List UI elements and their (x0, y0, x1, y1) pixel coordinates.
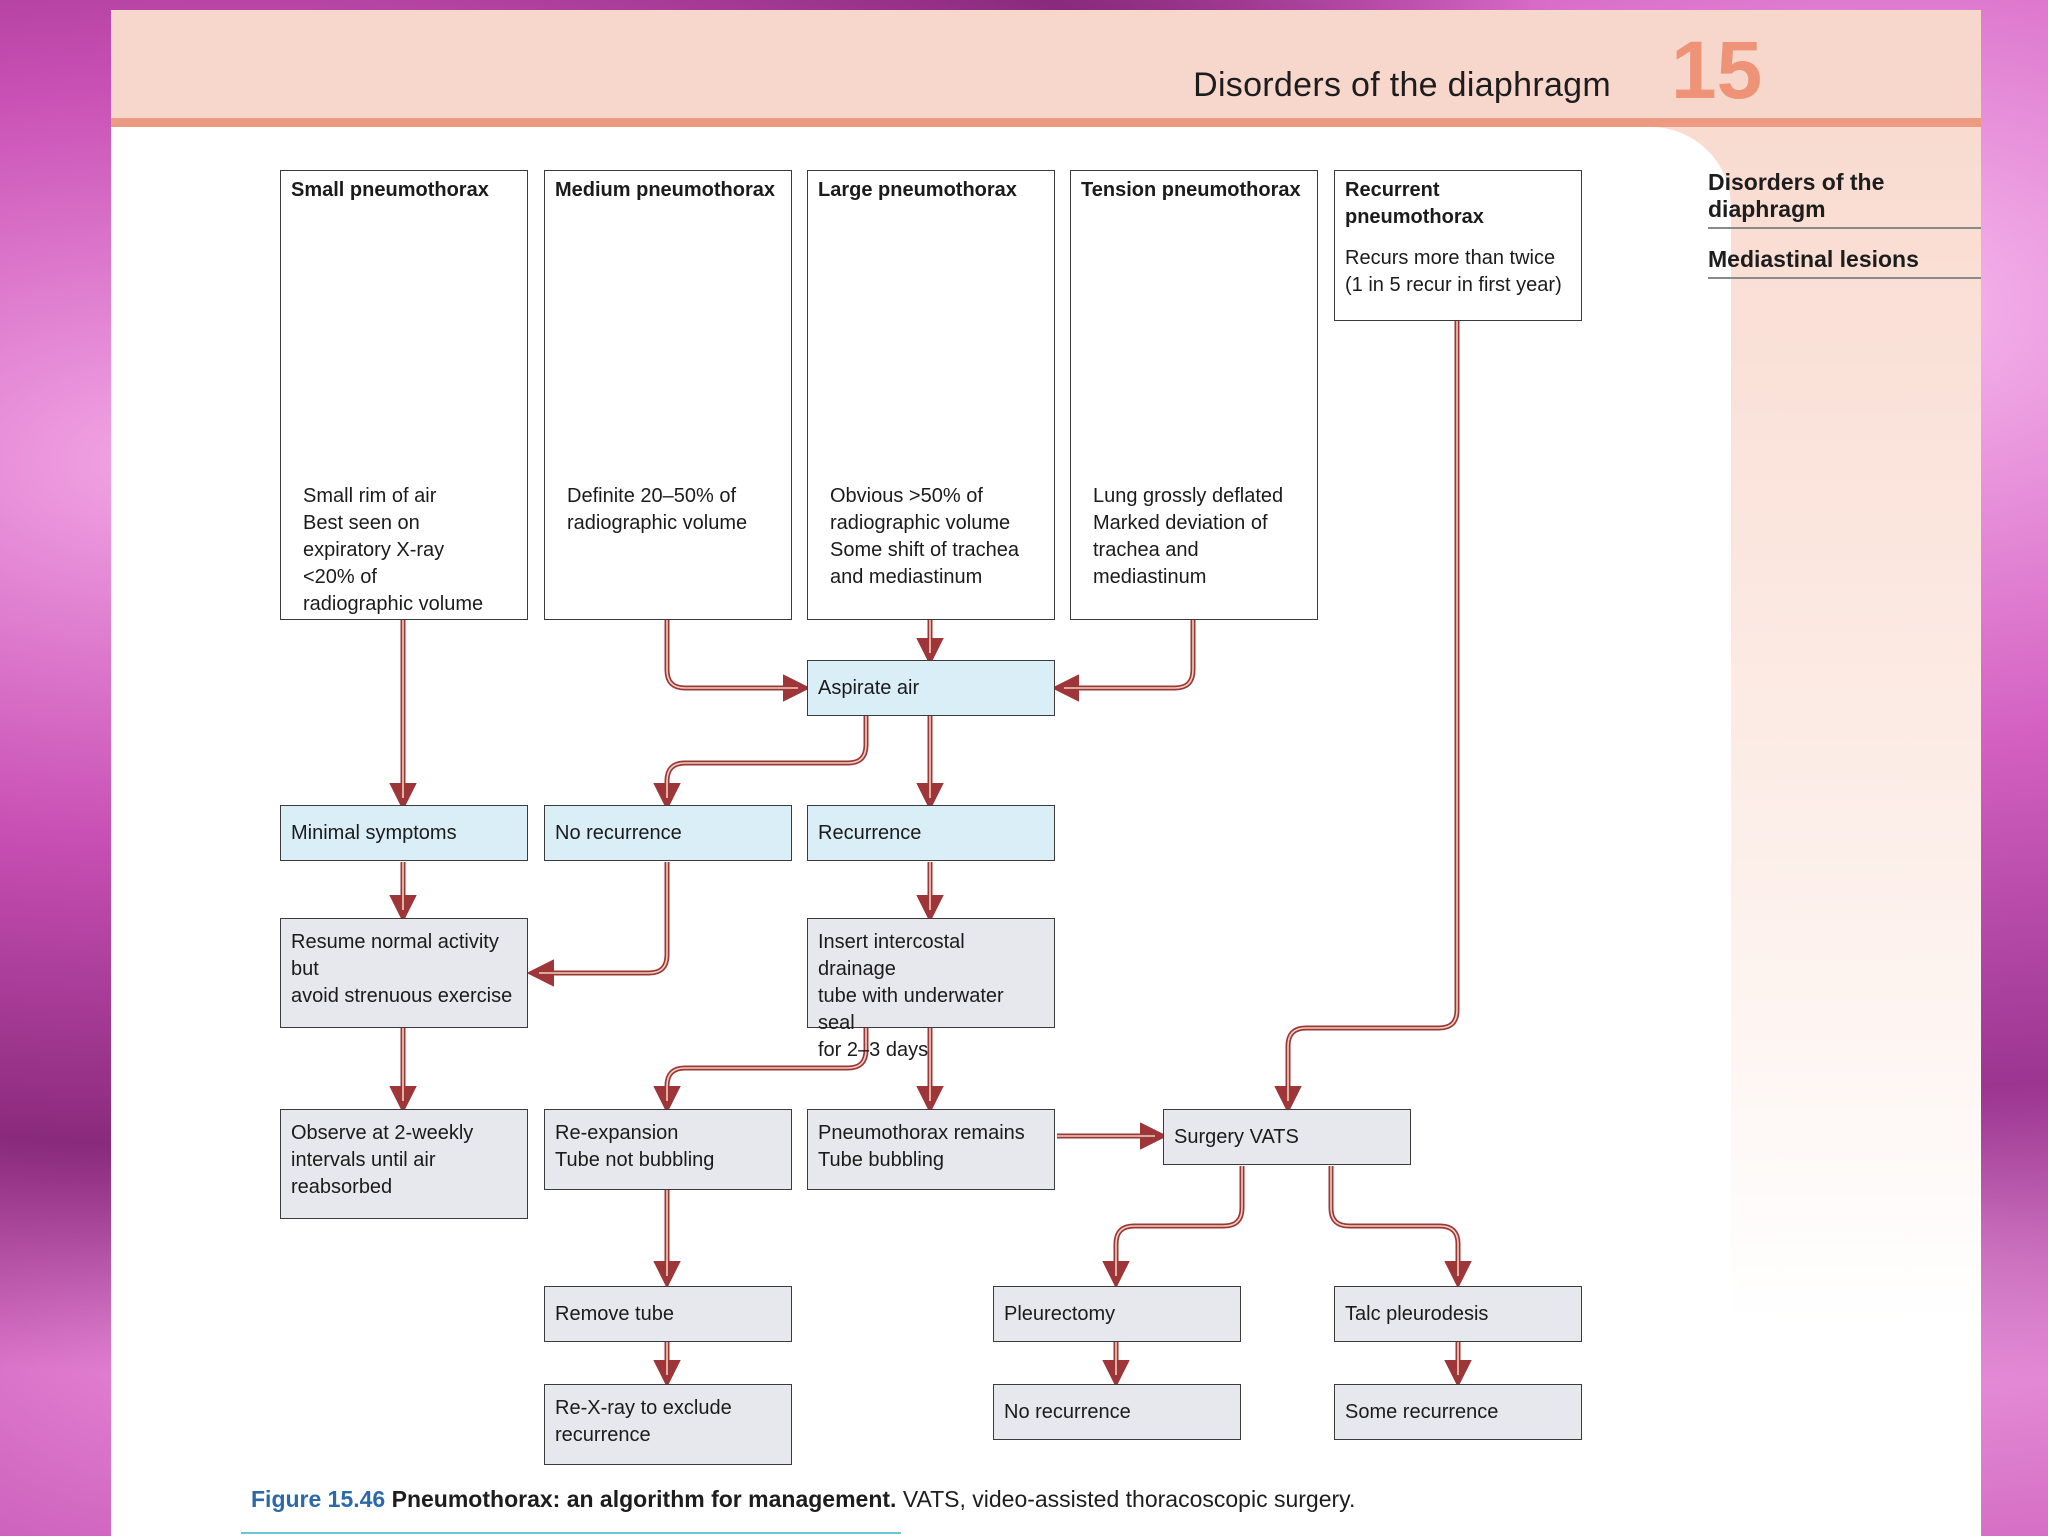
box-rexray: Re-X-ray to exclude recurrence (544, 1384, 792, 1465)
box-aspirate-air: Aspirate air (807, 660, 1055, 716)
figure-title: Pneumothorax: an algorithm for managemen… (391, 1486, 897, 1512)
box-pleurectomy: Pleurectomy (993, 1286, 1241, 1342)
box-remove-tube: Remove tube (544, 1286, 792, 1342)
arrow-no-recurrence-to-resume (526, 862, 670, 987)
sidebar-item-disorders-of-diaphragm[interactable]: Disorders of the diaphragm (1708, 169, 1981, 229)
box-medium-desc: Definite 20–50% of radiographic volume (567, 485, 748, 534)
box-small-title: Small pneumothorax (291, 179, 489, 201)
arrow-surgery-to-talc (1328, 1166, 1472, 1289)
figure-number: Figure 15.46 (251, 1486, 386, 1512)
box-recurrence: Recurrence (807, 805, 1055, 861)
box-large-desc: Obvious >50% of radiographic volume Some… (830, 485, 1019, 588)
box-small-pneumothorax: Small pneumothorax Small rim of air Best… (280, 170, 528, 620)
box-medium-pneumothorax: Medium pneumothorax Definite 20–50% of r… (544, 170, 792, 620)
arrow-surgery-to-pleurectomy (1102, 1166, 1245, 1289)
box-resume-activity: Resume normal activity but avoid strenuo… (280, 918, 528, 1028)
box-talc-pleurodesis: Talc pleurodesis (1334, 1286, 1582, 1342)
textbook-page: Disorders of the diaphragm 15 Disorders … (111, 10, 1981, 1536)
box-recurrent-title: Recurrent pneumothorax (1345, 179, 1484, 228)
box-large-title: Large pneumothorax (818, 179, 1017, 201)
page-header: Disorders of the diaphragm 15 (111, 10, 1981, 127)
box-insert-drainage: Insert intercostal drainage tube with un… (807, 918, 1055, 1061)
box-minimal-symptoms: Minimal symptoms (280, 805, 528, 861)
figure-caption: Figure 15.46 Pneumothorax: an algorithm … (251, 1486, 1355, 1513)
box-no-recurrence-pleurectomy: No recurrence (993, 1384, 1241, 1440)
sidebar-curve (1651, 127, 1731, 1536)
box-tension-title: Tension pneumothorax (1081, 179, 1301, 201)
box-tension-desc: Lung grossly deflated Marked deviation o… (1093, 485, 1284, 588)
box-recurrent-pneumothorax: Recurrent pneumothorax Recurs more than … (1334, 170, 1582, 321)
box-reexpansion: Re-expansion Tube not bubbling (544, 1109, 792, 1190)
arrow-medium-to-aspirate (664, 620, 811, 702)
box-surgery-vats: Surgery VATS (1163, 1109, 1411, 1165)
sidebar-item-mediastinal-lesions[interactable]: Mediastinal lesions (1708, 246, 1981, 279)
box-large-pneumothorax: Large pneumothorax Obvious >50% of radio… (807, 170, 1055, 620)
caption-divider (241, 1532, 901, 1534)
box-tension-pneumothorax: Tension pneumothorax Lung grossly deflat… (1070, 170, 1318, 620)
box-recurrent-desc: Recurs more than twice (1 in 5 recur in … (1345, 247, 1562, 296)
chapter-heading: Disorders of the diaphragm (1193, 66, 1611, 104)
box-no-recurrence-aspirate: No recurrence (544, 805, 792, 861)
chapter-number: 15 (1671, 25, 1763, 116)
arrow-tension-to-aspirate (1051, 620, 1196, 702)
box-some-recurrence: Some recurrence (1334, 1384, 1582, 1440)
box-medium-title: Medium pneumothorax (555, 179, 776, 201)
box-pneumothorax-remains: Pneumothorax remains Tube bubbling (807, 1109, 1055, 1190)
box-observe: Observe at 2-weekly intervals until air … (280, 1109, 528, 1219)
arrow-aspirate-to-no-recurrence (653, 716, 869, 811)
figure-caption-text: VATS, video-assisted thoracoscopic surge… (902, 1486, 1356, 1512)
box-small-desc: Small rim of air Best seen on expiratory… (303, 485, 484, 615)
